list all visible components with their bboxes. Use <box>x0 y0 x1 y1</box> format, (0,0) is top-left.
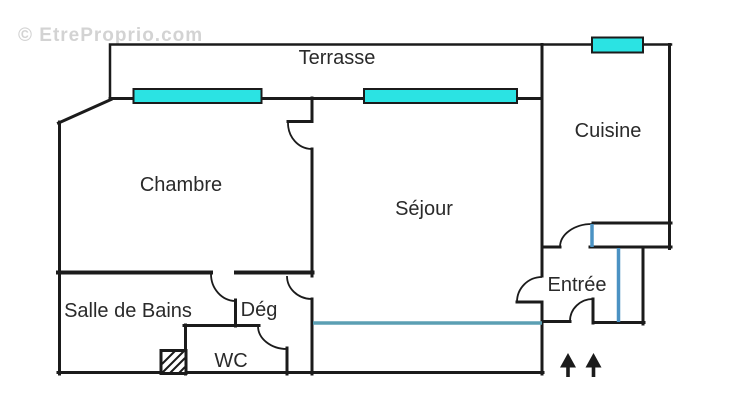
entrance-arrow-left <box>560 353 576 377</box>
chambre-sejour-wall <box>286 96 314 376</box>
door-arc-chambre-deg <box>210 273 236 302</box>
door-arc-sejour-deg <box>286 275 312 300</box>
cuisine-entree-walls <box>540 221 673 326</box>
door-arc-sejour-entree <box>516 276 543 303</box>
door-arc-wc <box>257 325 288 350</box>
room-label-degagement: Dég <box>241 299 278 321</box>
room-label-wc: WC <box>214 350 247 372</box>
room-label-entree: Entrée <box>548 274 607 296</box>
door-arc-chambre <box>287 122 312 150</box>
window-cuisine <box>591 36 644 54</box>
sejour-right-wall <box>515 43 572 376</box>
watermark: © EtreProprio.com <box>18 25 203 46</box>
door-arc-entree-main <box>569 298 594 322</box>
window-sejour <box>363 88 518 104</box>
room-label-sejour: Séjour <box>395 198 453 220</box>
door-arc-cuisine <box>559 223 593 248</box>
entrance-arrow-right <box>585 353 602 377</box>
room-label-salle-de-bains: Salle de Bains <box>64 300 192 322</box>
hatch-column <box>159 349 188 375</box>
window-chambre <box>132 88 263 104</box>
terrace-walls <box>108 43 673 100</box>
room-label-cuisine: Cuisine <box>575 120 642 142</box>
bathroom-wc-walls <box>182 298 289 376</box>
outer-walls <box>56 43 671 376</box>
room-label-terrasse: Terrasse <box>299 47 376 69</box>
room-label-chambre: Chambre <box>140 174 222 196</box>
